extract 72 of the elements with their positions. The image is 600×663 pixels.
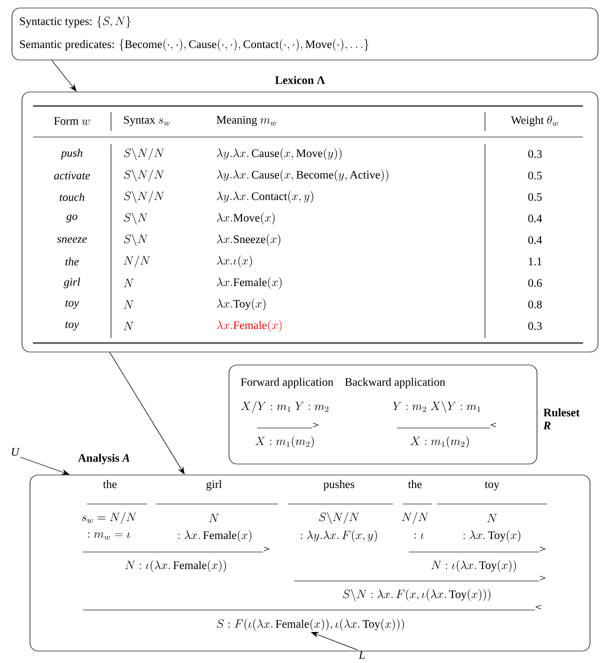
derived-formula: $S\backslash N : \lambda x.\,F(x,\iota(\lambda x.\,\textsc{Toy}(x)))$ — [343, 589, 490, 602]
syntax-type: $S\backslash N/N$ — [124, 191, 164, 203]
meaning-formula: $\lambda x.\textsc{Move}(x)$ — [216, 212, 275, 225]
meaning-formula: $\lambda x.\textsc{Female}(x)$ — [216, 277, 282, 290]
syntactic-types: $\text{Syntactic types: }\{S,N\}$ — [20, 16, 131, 28]
rule-formula: $Y : m_2 \; X\backslash Y : m_1$ — [393, 401, 480, 413]
form-word: toy — [65, 300, 80, 309]
weight-value: 0.3 — [528, 150, 542, 158]
column-header: $\text{Form }w$ — [54, 117, 90, 125]
semantic-predicates: $\text{Semantic predicates: }\{\textsc{Become}(\cdot,\cdot),\textsc{Cause}(\cdot,\cdot),\textsc{Contact}(\cdot,\cdot),\textsc{Move}(\cdot),\ldots\}$ — [20, 39, 369, 51]
form-word: girl — [64, 278, 80, 288]
meaning-formula: $\lambda x.\textsc{Toy}(x)$ — [216, 298, 266, 311]
sentence-word: the — [408, 480, 422, 488]
meaning-formula: $: \iota$ — [414, 533, 424, 539]
meaning-formula: $: \lambda y.\lambda x.\,F(x,y)$ — [300, 530, 377, 542]
syntax-type: $N$ — [124, 322, 134, 330]
meaning-formula: $\lambda y.\lambda x.\,\textsc{Cause}(x,\textsc{Move}(y))$ — [216, 148, 342, 160]
derived-formula: $N : \iota(\lambda x.\,\textsc{Toy}(x))$ — [431, 560, 516, 572]
rule-formula: $X : m_1(m_2)$ — [255, 436, 314, 448]
weight-value: 0.3 — [528, 322, 542, 330]
form-word: activate — [54, 172, 90, 180]
form-word: go — [66, 214, 78, 222]
weight-value: 0.6 — [528, 279, 542, 287]
meaning-formula: $\lambda y.\lambda x.\,\textsc{Contact}(x,y)$ — [216, 191, 314, 203]
panel-heading: Lexicon Λ — [275, 76, 325, 84]
weight-value: 1.1 — [528, 258, 542, 266]
category-label: $N$ — [209, 514, 219, 522]
syntax-type: $S\backslash N$ — [124, 212, 148, 224]
category-label: $s_w = N/N$ — [82, 512, 136, 524]
syntax-type: $S\backslash N$ — [124, 234, 148, 246]
rule-name: Backward application — [345, 378, 446, 388]
meaning-formula: $: \lambda x.\,\textsc{Female}(x)$ — [178, 530, 252, 542]
rule-formula: $X/Y : m_1 \; Y : m_2$ — [240, 401, 328, 413]
form-word: the — [65, 257, 79, 266]
weight-value: 0.5 — [528, 172, 542, 180]
meaning-formula: $: \lambda x.\,\textsc{Toy}(x)$ — [464, 530, 520, 542]
syntax-type: $S\backslash N/N$ — [124, 170, 164, 182]
column-header: $\text{Syntax }s_w$ — [124, 116, 170, 126]
derived-formula: $S : F(\iota(\lambda x.\,\textsc{Female}(x)),\iota(\lambda x.\,\textsc{Toy}(x)))$ — [216, 618, 404, 631]
meaning-formula: $\lambda x.\textsc{Female}(x)$ — [216, 320, 282, 332]
sentence-word: pushes — [324, 480, 354, 490]
category-label: $N$ — [487, 514, 497, 522]
syntax-type: $N/N$ — [124, 256, 150, 268]
meaning-formula: $\lambda x.\textsc{Sneeze}(x)$ — [216, 234, 280, 246]
weight-value: 0.5 — [528, 193, 542, 201]
rule-name: Forward application — [240, 378, 334, 388]
sentence-word: girl — [206, 480, 222, 490]
form-word: push — [60, 148, 82, 160]
column-header: $\text{Meaning }m_w$ — [216, 116, 276, 126]
variable-label: U — [12, 448, 20, 456]
syntax-type: $S\backslash N/N$ — [124, 148, 164, 160]
category-label: $S\backslash N/N$ — [319, 512, 360, 524]
weight-value: 0.4 — [528, 236, 542, 244]
category-label: $N/N$ — [402, 512, 428, 524]
meaning-formula: $\lambda y.\lambda x.\,\textsc{Cause}(x,\textsc{Become}(y,\textsc{Active}))$ — [216, 170, 388, 182]
meaning-formula: $\lambda x.\iota(x)$ — [216, 256, 252, 268]
form-word: touch — [60, 192, 84, 202]
sentence-word: the — [103, 480, 117, 488]
sentence-word: toy — [484, 482, 500, 490]
form-word: sneeze — [57, 237, 87, 243]
syntax-type: $N$ — [124, 300, 134, 309]
weight-value: 0.8 — [528, 300, 542, 308]
rule-formula: $X : m_1(m_2)$ — [410, 436, 469, 448]
weight-value: 0.4 — [528, 214, 542, 222]
derived-formula: $N : \iota(\lambda x.\,\textsc{Female}(x))$ — [125, 560, 226, 572]
panel-heading: Analysis A — [78, 454, 130, 464]
column-header: $\text{Weight }\theta_w$ — [510, 115, 558, 126]
form-word: toy — [65, 322, 80, 330]
meaning-formula: $: m_w = \iota$ — [88, 532, 130, 540]
syntax-type: $N$ — [124, 278, 134, 288]
panel-heading: Ruleset R — [543, 408, 580, 430]
variable-label: L — [358, 651, 365, 659]
